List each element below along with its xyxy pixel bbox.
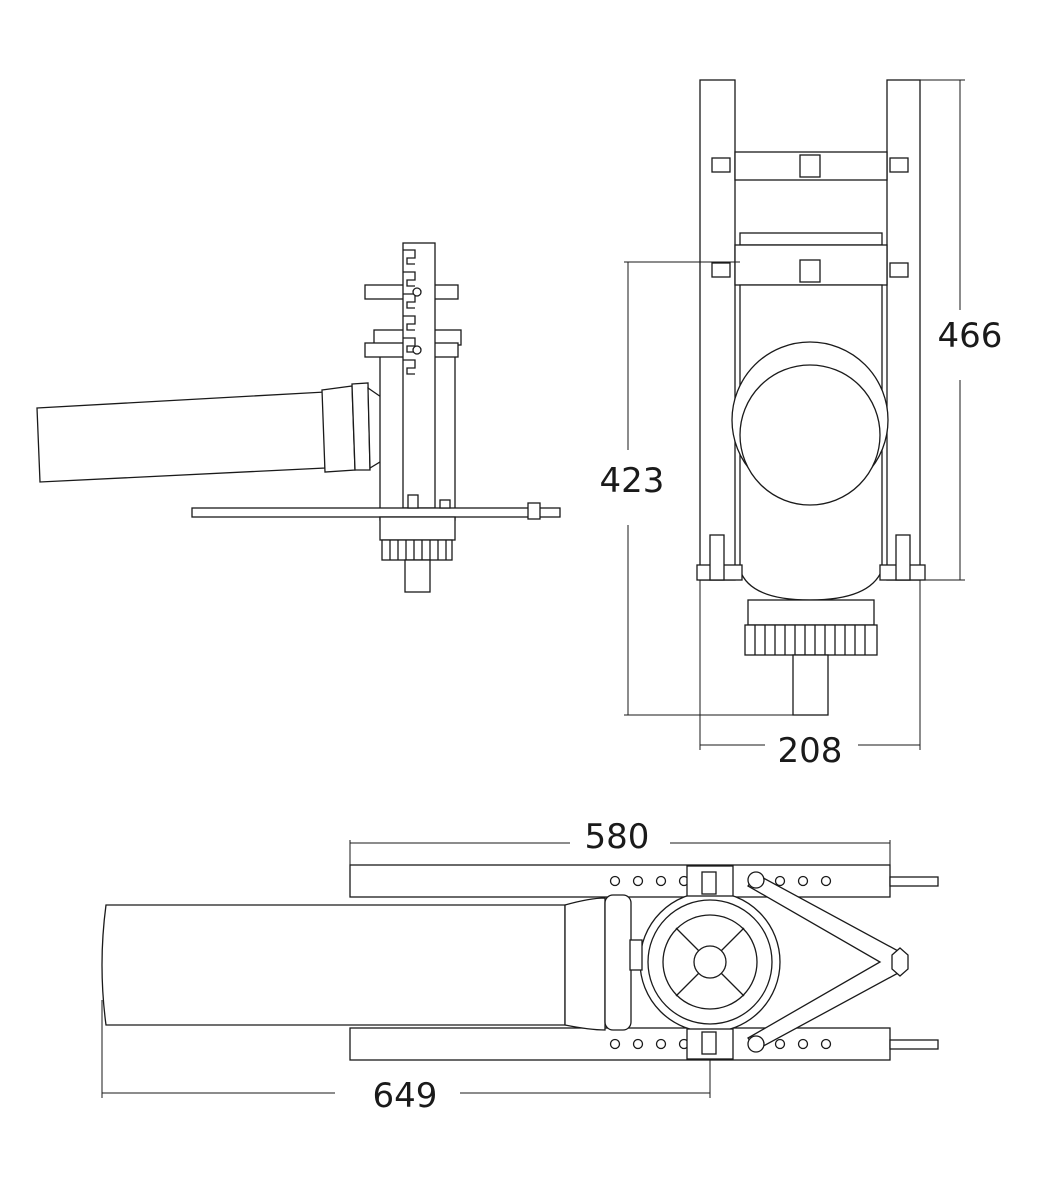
top-outlet: [693, 945, 727, 979]
front-rail-right: [886, 79, 921, 581]
side-view: [36, 242, 561, 593]
dimension-580-label: 580: [585, 817, 650, 857]
front-outlet: [792, 654, 829, 716]
front-rail-left: [699, 79, 736, 581]
dimension-466: 466: [920, 79, 1003, 581]
dimension-208: 208: [699, 580, 921, 771]
side-nut: [381, 539, 453, 561]
top-view: [101, 864, 939, 1061]
dimension-208-label: 208: [778, 731, 843, 771]
dimension-649-label: 649: [373, 1076, 438, 1116]
side-pipe: [36, 391, 326, 483]
dimension-649: 649: [101, 1000, 711, 1116]
side-bracket: [402, 242, 436, 509]
dimension-580: 580: [349, 817, 891, 865]
front-inlet-inner: [739, 364, 881, 506]
dimension-423-label: 423: [600, 461, 665, 501]
top-pipe: [101, 904, 566, 1026]
dimension-423: 423: [600, 261, 793, 716]
side-floor-plate: [191, 507, 561, 518]
top-pipe-socket: [604, 894, 632, 1031]
front-view: [696, 79, 926, 716]
side-outlet: [404, 559, 431, 593]
dimension-466-label: 466: [938, 316, 1003, 356]
side-pipe-socket: [321, 385, 356, 473]
